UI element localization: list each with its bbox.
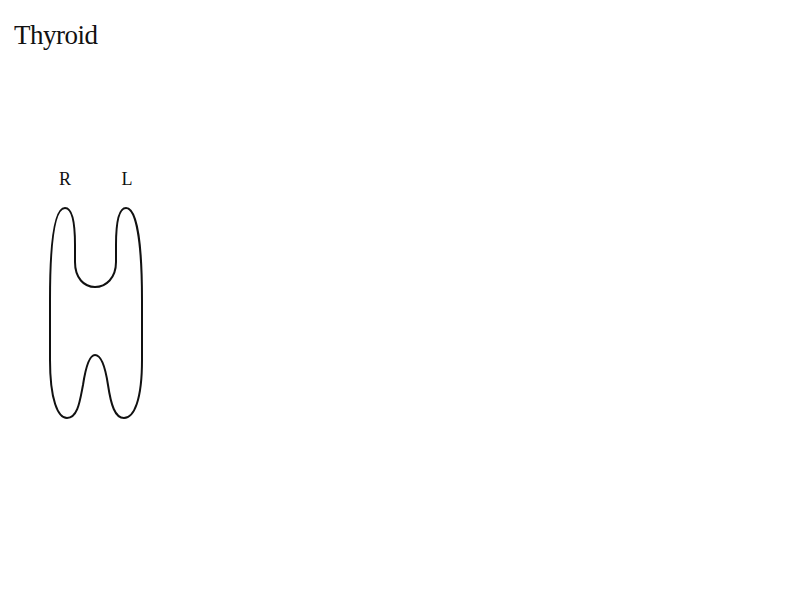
side-label: L xyxy=(122,170,133,188)
diagram-title: Thyroid xyxy=(14,22,98,49)
thyroid-outline xyxy=(50,208,142,418)
side-label: R xyxy=(59,170,71,188)
